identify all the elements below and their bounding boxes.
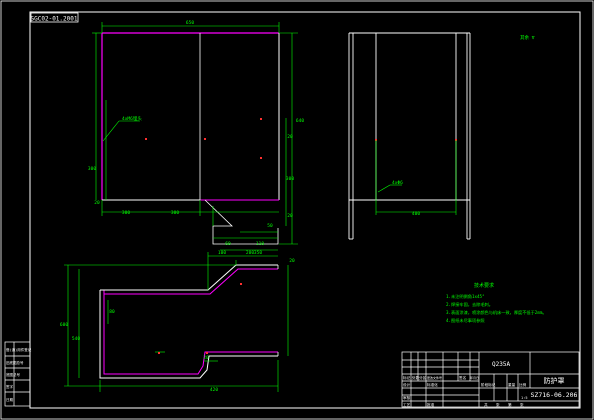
profile-inner-line <box>103 290 278 375</box>
tech-req-2: 2.焊接牢固，去除毛刺。 <box>446 301 493 308</box>
dim-right-height: 640 <box>296 118 304 124</box>
tb-stage-label: 阶段标记 <box>481 382 496 387</box>
tech-req-4: 4.图纸未尽事项参照 <box>446 317 485 324</box>
tb-scale-value: 1:5 <box>521 396 528 400</box>
profile-dimensions <box>64 252 289 392</box>
dim-left-height: 300 <box>88 166 96 172</box>
profile-marks <box>158 283 242 354</box>
margin-label-5: 日期 <box>6 397 13 402</box>
side-view <box>348 32 471 240</box>
dim-profile-top-c: 20 <box>289 258 295 264</box>
tb-process-label: 工艺 <box>403 402 411 407</box>
tb-row-label-2: 处数 <box>412 375 420 380</box>
tb-material: Q235A <box>492 361 510 368</box>
dim-right-small-1: 20 <box>287 134 293 140</box>
dim-top-width: 650 <box>186 20 194 26</box>
dim-profile-left-small: 80 <box>109 309 115 315</box>
tb-design-label: 设计 <box>403 382 411 387</box>
dim-bottom-d: 200 <box>246 250 254 256</box>
tech-requirements: 技术要求 1.未注明倒角1x45° 2.焊接牢固，去除毛刺。 3.表面涂漆，喷涂… <box>446 282 547 324</box>
dim-sub-left: 300 <box>122 210 130 216</box>
margin-label-4: 签字 <box>6 384 13 389</box>
tb-sheet-3: 第 <box>508 402 512 407</box>
dim-profile-top-a: 100 <box>218 250 226 256</box>
profile-outer-line <box>99 290 278 379</box>
dim-right-small-3: 20 <box>287 213 293 219</box>
tb-sheet-1: 共 <box>484 402 488 407</box>
dim-right-small-2: 300 <box>286 176 294 182</box>
tb-part-name: 防护罩 <box>544 376 565 385</box>
dim-profile-top-b: 350 <box>254 250 262 256</box>
dim-sub-mid: 300 <box>171 210 179 216</box>
leader-note-side: 4xΦ6 <box>392 180 403 186</box>
left-margin-register <box>4 341 31 407</box>
tech-req-3: 3.表面涂漆，喷涂颜色与机床一致，厚度不低于2mm。 <box>446 309 547 316</box>
dim-side-bottom: 400 <box>412 211 420 217</box>
tb-scale-label: 比例 <box>519 382 527 387</box>
top-stamp-box <box>30 12 79 23</box>
margin-label-2: 旧底图总号 <box>6 360 24 365</box>
tb-standard-label: 标准化 <box>427 382 438 387</box>
margin-label-1: 借(通)用件登记 <box>6 347 32 352</box>
dim-profile-mid-small: 20 <box>203 355 209 361</box>
front-view-dimensions <box>92 22 298 251</box>
dim-profile-bottom-width: 420 <box>210 387 218 393</box>
roughness-note: 其余 ∇ <box>520 34 535 41</box>
tech-req-1: 1.未注明倒角1x45° <box>446 293 485 300</box>
profile-top-outer <box>100 264 278 291</box>
tb-drawing-number: SZ716-06.206 <box>531 391 578 399</box>
profile-view <box>99 264 279 379</box>
side-view-holes <box>375 139 457 141</box>
tb-approve-label: 批准 <box>427 402 435 407</box>
tb-sheet-2: 张 <box>496 402 500 407</box>
dim-bottom-c: 110 <box>256 241 264 247</box>
dim-bottom-e: 20 <box>94 200 100 206</box>
dim-profile-height-total: 600 <box>60 322 68 328</box>
tb-row-label-1: 标记 <box>403 375 411 380</box>
dim-bottom-b: 60 <box>225 241 231 247</box>
margin-label-3: 底图总号 <box>6 372 20 377</box>
dim-bottom-a: 50 <box>267 223 273 229</box>
top-stamp-text: SGC02-01.2001 <box>31 16 78 23</box>
inner-border <box>29 11 581 409</box>
title-block <box>401 351 580 408</box>
tb-review-label: 审核 <box>403 395 411 400</box>
tb-row-label-3: 分区 <box>419 375 427 380</box>
tb-row-label-6: 年月日 <box>470 375 479 380</box>
tb-weight-label: 重量 <box>508 382 516 387</box>
front-view <box>101 32 280 245</box>
leader-note-front: 4xM6埋头 <box>122 115 142 122</box>
tb-row-label-4: 更改文件号 <box>427 375 442 380</box>
side-view-dimensions <box>375 140 457 215</box>
tb-sheet-4: 张 <box>520 402 524 407</box>
dim-profile-height-inner: 540 <box>72 336 80 342</box>
profile-top-inner <box>104 268 278 295</box>
tb-row-label-5: 签名 <box>459 375 467 380</box>
tech-req-title: 技术要求 <box>474 282 494 289</box>
